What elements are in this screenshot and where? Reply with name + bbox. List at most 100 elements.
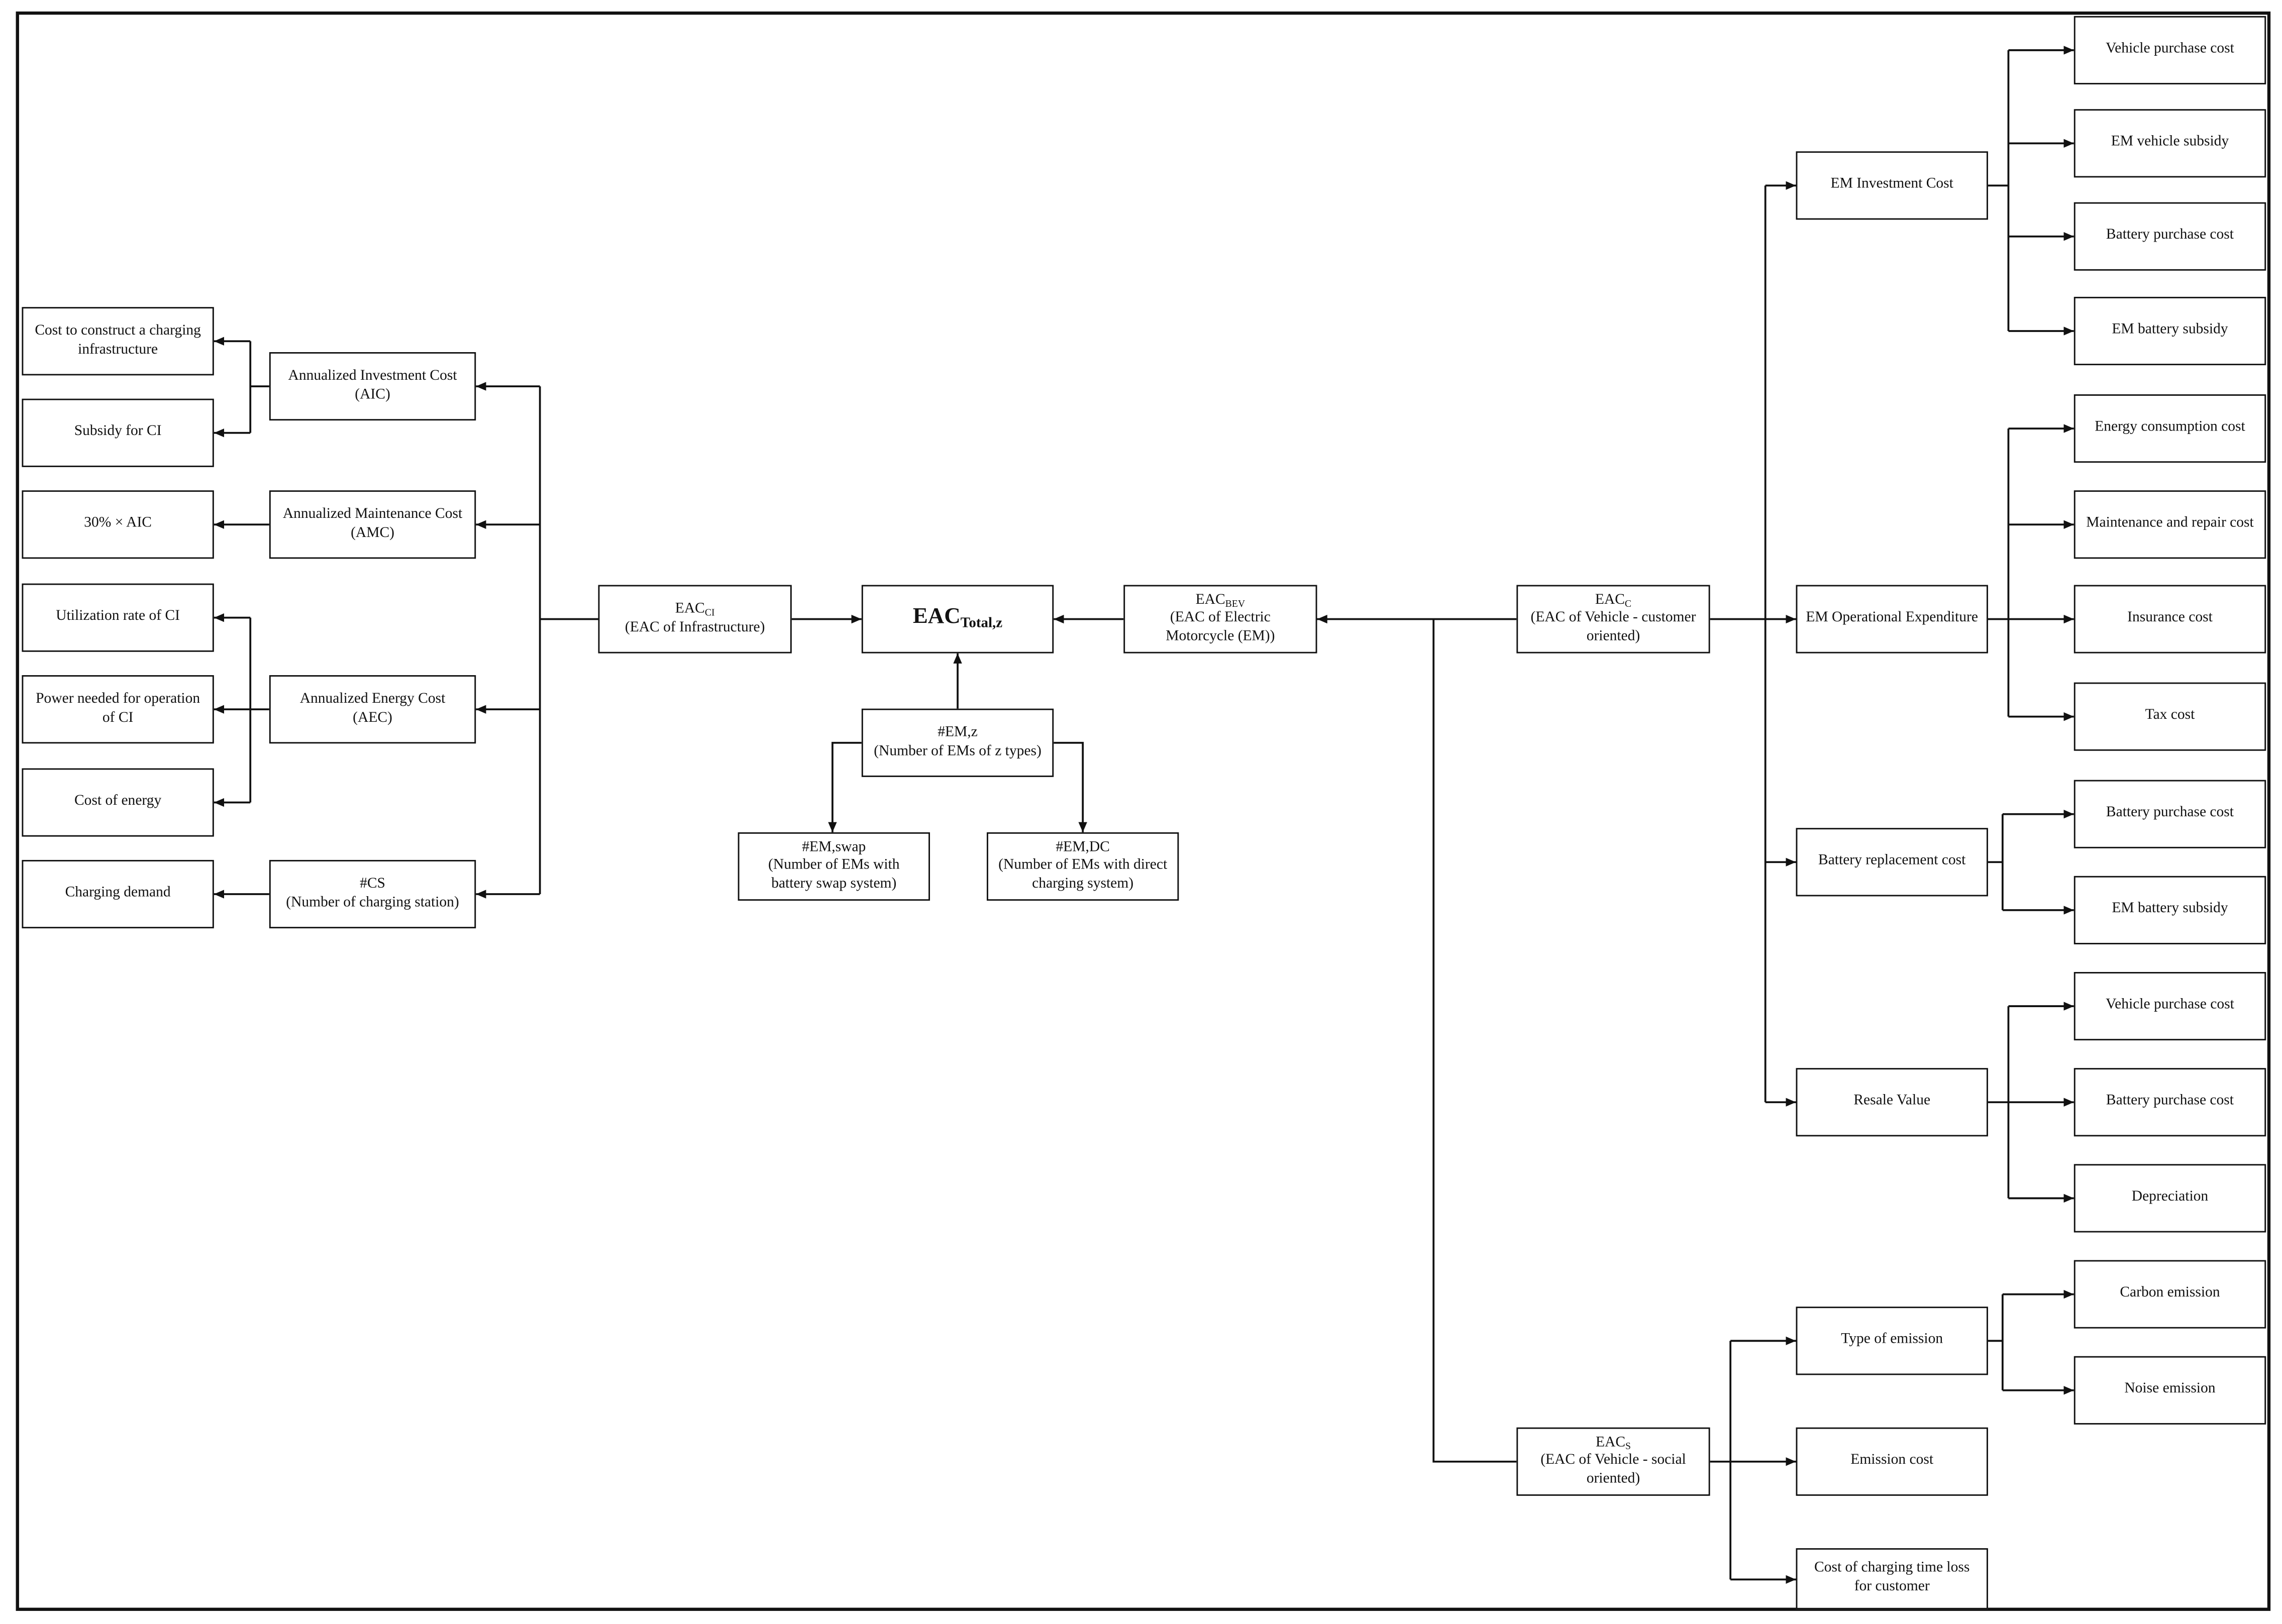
em-operational-label: EM Operational Expenditure bbox=[1806, 610, 1978, 626]
battery-purchase-label: Battery purchase cost bbox=[2106, 227, 2234, 244]
battery-replacement-label: Battery replacement cost bbox=[1818, 853, 1966, 869]
investment-item: EM battery subsidy bbox=[2073, 296, 2266, 366]
emission-item: Carbon emission bbox=[2073, 1260, 2266, 1329]
resale-item: Vehicle purchase cost bbox=[2073, 971, 2266, 1041]
arrow-to-em-dc bbox=[1054, 741, 1087, 832]
em-operational-box: EM Operational Expenditure bbox=[1796, 585, 1988, 654]
eac-s-box: EACS (EAC of Vehicle - social oriented) bbox=[1516, 1427, 1710, 1496]
charging-time-loss-label-2: for customer bbox=[1854, 1578, 1930, 1595]
cost-of-energy-box: Cost of energy bbox=[22, 768, 214, 837]
eac-c-symbol: EACC bbox=[1595, 591, 1632, 609]
aic-bracket-line bbox=[249, 341, 269, 433]
resale-battery-purchase-label: Battery purchase cost bbox=[2106, 1093, 2234, 1109]
eac-c-description-1: (EAC of Vehicle - customer bbox=[1530, 610, 1696, 626]
aic-label-1: Annualized Investment Cost bbox=[288, 368, 457, 384]
emission-cost-box: Emission cost bbox=[1796, 1427, 1988, 1496]
charging-time-loss-label-1: Cost of charging time loss bbox=[1814, 1560, 1970, 1577]
ci-subsidy-box: Subsidy for CI bbox=[22, 398, 214, 467]
utilization-rate-box: Utilization rate of CI bbox=[22, 583, 214, 652]
amc-box: Annualized Maintenance Cost (AMC) bbox=[269, 490, 476, 559]
tax-cost-label: Tax cost bbox=[2145, 707, 2195, 724]
em-dc-box: #EM,DC (Number of EMs with direct chargi… bbox=[986, 832, 1179, 901]
maintenance-share-box: 30% × AIC bbox=[22, 490, 214, 559]
aic-box: Annualized Investment Cost (AIC) bbox=[269, 352, 476, 421]
carbon-emission-label: Carbon emission bbox=[2120, 1285, 2220, 1302]
charging-station-count-label-1: #CS bbox=[360, 876, 385, 892]
power-needed-label-2: of CI bbox=[102, 709, 134, 726]
eac-s-description-1: (EAC of Vehicle - social bbox=[1540, 1452, 1686, 1469]
amc-label-2: (AMC) bbox=[351, 524, 395, 541]
cost-of-energy-label: Cost of energy bbox=[74, 793, 162, 810]
energy-consumption-label: Energy consumption cost bbox=[2095, 419, 2245, 436]
aec-label-2: (AEC) bbox=[353, 709, 392, 726]
arrow-to-em-swap bbox=[828, 741, 862, 832]
maintenance-share-label: 30% × AIC bbox=[84, 515, 152, 531]
emission-type-box: Type of emission bbox=[1796, 1307, 1988, 1375]
power-needed-label-1: Power needed for operation bbox=[36, 691, 200, 707]
battery-replacement-box: Battery replacement cost bbox=[1796, 828, 1988, 897]
battery-subsidy-label: EM battery subsidy bbox=[2112, 321, 2228, 338]
charging-demand-box: Charging demand bbox=[22, 859, 214, 929]
depreciation-label: Depreciation bbox=[2131, 1189, 2209, 1206]
eac-ci-box: EACCI (EAC of Infrastructure) bbox=[598, 585, 792, 654]
investment-item: Vehicle purchase cost bbox=[2073, 16, 2266, 85]
operational-item: Insurance cost bbox=[2073, 585, 2266, 654]
ci-subsidy-label: Subsidy for CI bbox=[74, 423, 162, 440]
charging-demand-label: Charging demand bbox=[65, 885, 171, 901]
eac-s-link-line bbox=[1432, 619, 1517, 1463]
aic-label-2: (AIC) bbox=[355, 386, 390, 402]
eac-ci-symbol: EACCI bbox=[675, 601, 715, 618]
insurance-cost-label: Insurance cost bbox=[2127, 610, 2213, 626]
em-swap-label-1: #EM,swap bbox=[802, 839, 866, 855]
battery-replacement-bracket-line bbox=[1988, 814, 2004, 910]
eac-ci-description: (EAC of Infrastructure) bbox=[625, 619, 765, 635]
charging-station-count-box: #CS (Number of charging station) bbox=[269, 859, 476, 929]
operational-item: Maintenance and repair cost bbox=[2073, 490, 2266, 559]
power-needed-box: Power needed for operation of CI bbox=[22, 675, 214, 744]
em-swap-box: #EM,swap (Number of EMs with battery swa… bbox=[738, 832, 930, 901]
investment-item: Battery purchase cost bbox=[2073, 202, 2266, 271]
em-count-box: #EM,z (Number of EMs of z types) bbox=[861, 708, 1054, 777]
eac-bev-symbol: EACBEV bbox=[1195, 591, 1246, 609]
replacement-battery-purchase-label: Battery purchase cost bbox=[2106, 805, 2234, 821]
diagram-frame bbox=[16, 11, 2271, 1611]
charging-station-count-label-2: (Number of charging station) bbox=[286, 894, 459, 910]
em-dc-label-2: (Number of EMs with direct bbox=[998, 857, 1168, 874]
amc-label-1: Annualized Maintenance Cost bbox=[282, 506, 463, 522]
construct-cost-box: Cost to construct a charging infrastruct… bbox=[22, 307, 214, 376]
em-count-label-1: #EM,z bbox=[938, 724, 978, 741]
operational-item: Tax cost bbox=[2073, 682, 2266, 751]
em-dc-label-1: #EM,DC bbox=[1056, 839, 1110, 855]
maintenance-repair-label: Maintenance and repair cost bbox=[2086, 515, 2254, 531]
aec-label-1: Annualized Energy Cost bbox=[299, 691, 446, 707]
em-swap-label-3: battery swap system) bbox=[771, 876, 897, 892]
eac-c-box: EACC (EAC of Vehicle - customer oriented… bbox=[1516, 585, 1710, 654]
eac-bev-description-2: Motorcycle (EM)) bbox=[1166, 628, 1275, 644]
em-swap-label-2: (Number of EMs with bbox=[768, 857, 900, 874]
resale-vehicle-purchase-label: Vehicle purchase cost bbox=[2106, 997, 2234, 1013]
battery-replacement-item: EM battery subsidy bbox=[2073, 876, 2266, 944]
resale-value-label: Resale Value bbox=[1853, 1093, 1931, 1109]
emission-cost-label: Emission cost bbox=[1850, 1452, 1934, 1469]
eac-s-symbol: EACS bbox=[1596, 1434, 1631, 1452]
eac-bev-description-1: (EAC of Electric bbox=[1170, 610, 1271, 626]
social-trunk-line bbox=[1710, 1341, 1732, 1580]
emission-item: Noise emission bbox=[2073, 1356, 2266, 1425]
resale-item: Depreciation bbox=[2073, 1164, 2266, 1233]
emission-type-label: Type of emission bbox=[1841, 1332, 1943, 1348]
battery-replacement-item: Battery purchase cost bbox=[2073, 780, 2266, 848]
eac-bev-box: EACBEV (EAC of Electric Motorcycle (EM)) bbox=[1123, 585, 1317, 654]
em-investment-box: EM Investment Cost bbox=[1796, 151, 1988, 220]
investment-item: EM vehicle subsidy bbox=[2073, 109, 2266, 178]
emission-bracket-line bbox=[1988, 1294, 2004, 1390]
utilization-rate-label: Utilization rate of CI bbox=[56, 608, 180, 625]
eac-total-symbol: EACTotal,z bbox=[912, 604, 1003, 632]
eac-total-box: EACTotal,z bbox=[861, 585, 1054, 654]
em-count-label-2: (Number of EMs of z types) bbox=[874, 742, 1042, 759]
em-investment-label: EM Investment Cost bbox=[1830, 176, 1953, 192]
replacement-battery-subsidy-label: EM battery subsidy bbox=[2112, 901, 2228, 917]
operational-item: Energy consumption cost bbox=[2073, 394, 2266, 463]
eac-c-description-2: oriented) bbox=[1586, 628, 1640, 644]
